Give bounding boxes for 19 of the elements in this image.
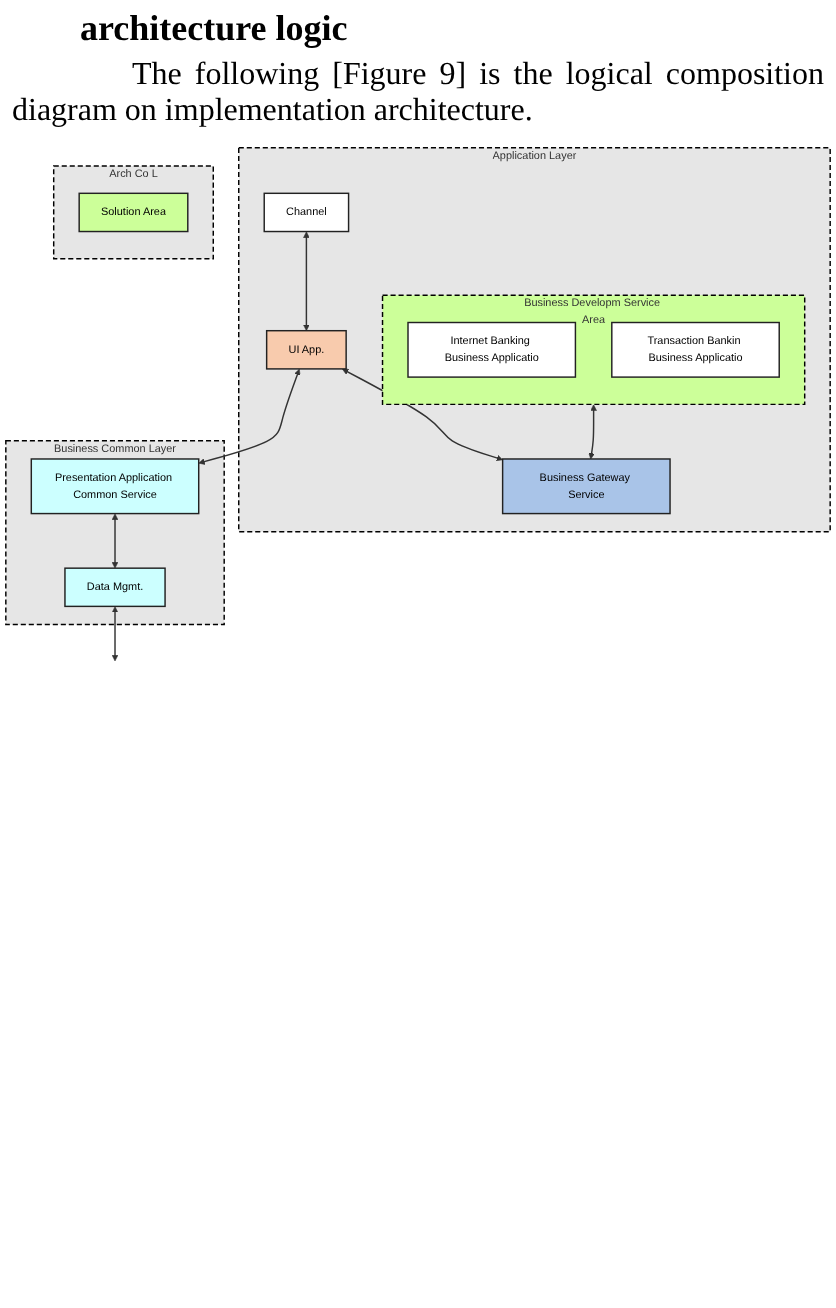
node-box — [407, 321, 577, 378]
cluster — [52, 165, 214, 260]
node-box — [64, 567, 166, 608]
node-box — [611, 321, 780, 378]
double-arrow — [303, 231, 310, 331]
cluster — [5, 440, 225, 626]
node-box — [265, 329, 347, 370]
node-box — [30, 458, 200, 515]
section-heading: architecture logic — [80, 8, 350, 50]
cluster — [381, 294, 806, 406]
node-box — [78, 192, 189, 233]
node-box — [263, 192, 350, 233]
cluster — [238, 147, 831, 533]
double-arrow — [198, 368, 301, 465]
body-paragraph: The following [Figure 9] is the logical composition diagram on implementation architecture. — [12, 58, 824, 130]
double-arrow — [111, 606, 119, 662]
double-arrow — [588, 404, 597, 460]
double-arrow — [111, 513, 119, 569]
node-box — [501, 458, 671, 515]
